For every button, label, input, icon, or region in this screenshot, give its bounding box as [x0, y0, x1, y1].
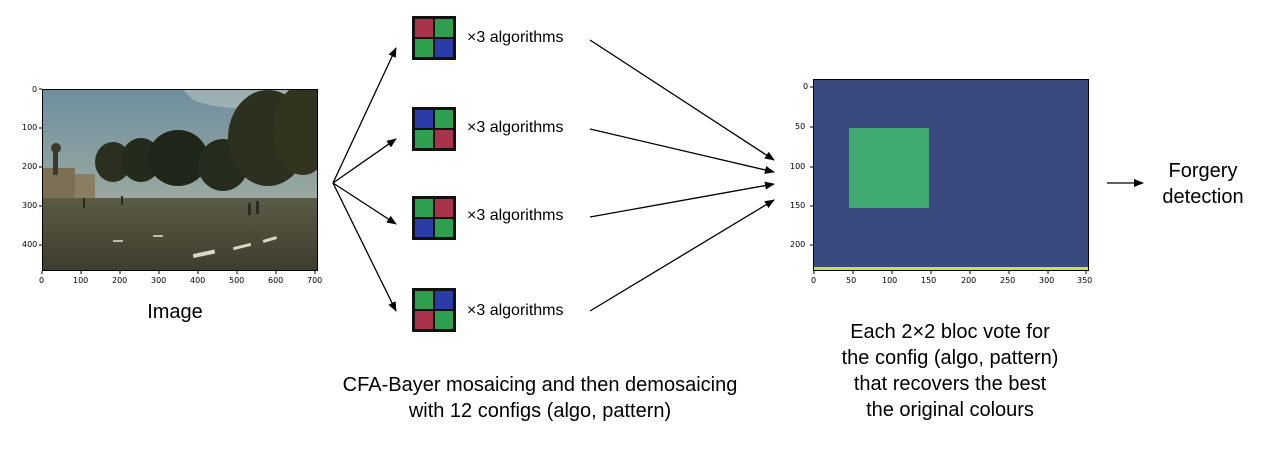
x-tick-label: 700	[307, 276, 323, 285]
mosaic-caption-line: with 12 configs (algo, pattern)	[408, 400, 672, 422]
x-tick-label: 300	[151, 276, 167, 285]
fan-out-arrow	[332, 182, 397, 225]
axis-tick-marks	[39, 86, 1087, 274]
x-tick-label: 300	[1039, 276, 1055, 285]
algorithms-label: ×3 algorithms	[467, 302, 564, 319]
mosaic-caption-line: CFA-Bayer mosaicing and then demosaicing	[342, 374, 738, 396]
bayer-cell	[434, 38, 454, 58]
forgery-detection-label: Forgery detection	[1143, 158, 1263, 210]
vote-map-edge-band	[814, 267, 1088, 270]
fan-in-arrow	[589, 128, 775, 174]
bayer-pattern-rggb	[412, 16, 456, 60]
vote-map-caption-line: the config (algo, pattern)	[841, 347, 1059, 369]
x-tick-label: 0	[811, 276, 817, 285]
bayer-cell	[434, 218, 454, 238]
x-tick-label: 600	[268, 276, 284, 285]
fan-in-arrow	[589, 181, 775, 218]
input-image	[42, 89, 318, 271]
y-tick-label: 300	[22, 201, 38, 210]
bayer-cell	[414, 198, 434, 218]
bayer-cell	[434, 109, 454, 129]
algorithms-label: ×3 algorithms	[467, 207, 564, 224]
x-tick-label: 400	[190, 276, 206, 285]
y-tick-label: 50	[795, 122, 806, 131]
y-tick-label: 400	[22, 240, 38, 249]
bayer-cell	[434, 129, 454, 149]
algorithms-label: ×3 algorithms	[467, 29, 564, 46]
x-tick-label: 0	[39, 276, 45, 285]
algorithms-label: ×3 algorithms	[467, 119, 564, 136]
fan-out-arrow	[332, 138, 397, 184]
bayer-cell	[434, 18, 454, 38]
output-line: detection	[1162, 186, 1244, 208]
fan-in-arrow	[589, 199, 775, 312]
vote-map	[813, 79, 1089, 271]
mosaic-caption: CFA-Bayer mosaicing and then demosaicing…	[300, 372, 780, 424]
x-tick-label: 100	[882, 276, 898, 285]
x-tick-label: 100	[73, 276, 89, 285]
x-tick-label: 250	[1000, 276, 1016, 285]
vote-map-caption-line: that recovers the best	[853, 373, 1047, 395]
bayer-cell	[434, 198, 454, 218]
y-tick-label: 100	[790, 162, 806, 171]
fan-in-arrow	[589, 39, 775, 161]
bayer-cell	[414, 18, 434, 38]
output-line: Forgery	[1168, 160, 1238, 182]
fan-out-arrow	[332, 182, 397, 312]
y-tick-label: 0	[803, 82, 809, 91]
vote-map-caption-line: the original colours	[866, 399, 1034, 421]
x-tick-label: 150	[921, 276, 937, 285]
x-tick-label: 350	[1077, 276, 1093, 285]
y-tick-label: 150	[790, 201, 806, 210]
bayer-cell	[414, 38, 434, 58]
bayer-cell	[434, 310, 454, 330]
bayer-pattern-bggr	[412, 107, 456, 151]
x-tick-label: 200	[112, 276, 128, 285]
street-scene-photo	[43, 90, 317, 270]
bayer-pattern-grbg	[412, 196, 456, 240]
y-tick-label: 200	[790, 240, 806, 249]
vote-map-caption: Each 2×2 bloc vote for the config (algo,…	[820, 319, 1080, 423]
bayer-cell	[414, 310, 434, 330]
y-tick-label: 0	[32, 85, 38, 94]
x-tick-label: 50	[846, 276, 857, 285]
input-image-caption: Image	[147, 301, 203, 323]
y-tick-label: 100	[22, 123, 38, 132]
x-tick-label: 200	[961, 276, 977, 285]
vote-map-caption-line: Each 2×2 bloc vote for	[850, 321, 1050, 343]
bayer-cell	[434, 290, 454, 310]
detected-forgery-region	[849, 128, 929, 208]
y-tick-label: 200	[22, 162, 38, 171]
bayer-cell	[414, 129, 434, 149]
bayer-cell	[414, 109, 434, 129]
fan-out-arrow	[332, 47, 397, 184]
x-tick-label: 500	[229, 276, 245, 285]
bayer-cell	[414, 218, 434, 238]
bayer-pattern-gbrg	[412, 288, 456, 332]
bayer-cell	[414, 290, 434, 310]
